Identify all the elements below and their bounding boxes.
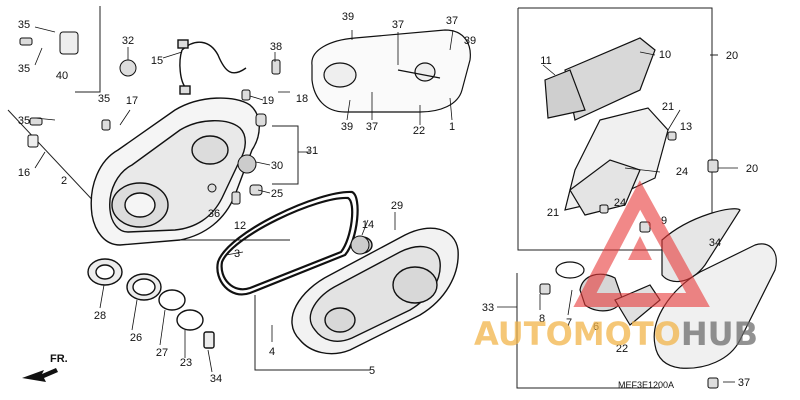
center-case: [291, 227, 459, 355]
air-filter-assembly: [544, 37, 669, 216]
direction-label: FR.: [50, 353, 68, 365]
watermark: AUTOMOTOHUB: [474, 180, 758, 353]
wire-harness: [177, 39, 247, 95]
callout: 15: [151, 55, 163, 67]
callout: 34: [709, 237, 721, 249]
front-direction-indicator: FR.: [22, 353, 68, 382]
callout: 4: [269, 346, 275, 358]
callout: 17: [126, 95, 138, 107]
callout: 8: [539, 313, 545, 325]
callout: 19: [262, 95, 274, 107]
left-crankcase-cover: [90, 97, 260, 246]
arrow-left-icon: [22, 368, 58, 382]
callout: 35: [18, 19, 30, 31]
callout: 35: [18, 63, 30, 75]
callout-labels: 35 35 40 32 15 38 37 39 37 39 19 18 35 1…: [18, 11, 758, 389]
warning-triangle-icon: [573, 180, 710, 307]
svg-text:AUTOMOTOHUB: AUTOMOTOHUB: [474, 315, 758, 353]
seals-and-rings: [87, 258, 215, 349]
callout: 12: [234, 220, 246, 232]
callout: 36: [208, 208, 220, 220]
callout: 21: [662, 101, 674, 113]
callout: 24: [614, 197, 626, 209]
callout: 26: [130, 332, 142, 344]
callout: 5: [369, 365, 375, 377]
leader-lines: [34, 26, 738, 383]
drive-belt: [216, 190, 359, 296]
callout: 37: [446, 15, 458, 27]
callout: 21: [547, 207, 559, 219]
callout: 7: [566, 317, 572, 329]
callout: 3: [234, 248, 240, 260]
callout: 11: [540, 55, 551, 67]
callout: 37: [738, 377, 750, 389]
callout: 25: [271, 188, 283, 200]
callout: 1: [449, 121, 455, 133]
callout: 35: [98, 93, 110, 105]
callout: 39: [341, 121, 353, 133]
callout: 18: [296, 93, 308, 105]
callout: 24: [676, 166, 688, 178]
callout: 13: [680, 121, 692, 133]
callout: 34: [210, 373, 222, 385]
callout: 29: [391, 200, 403, 212]
callout: 20: [746, 163, 758, 175]
callout: 28: [94, 310, 106, 322]
callout: 16: [18, 167, 30, 179]
callout: 33: [482, 302, 494, 314]
watermark-suffix: HUB: [681, 315, 758, 353]
callout: 38: [270, 41, 282, 53]
callout: 31: [306, 145, 318, 157]
callout: 37: [366, 121, 378, 133]
watermark-prefix: AUTOMOTO: [474, 315, 681, 353]
callout: 39: [464, 35, 476, 47]
callout: 9: [661, 215, 667, 227]
callout: 14: [362, 219, 374, 231]
callout: 32: [122, 35, 134, 47]
callout: 22: [413, 125, 425, 137]
callout: 10: [659, 49, 671, 61]
callout: 2: [61, 175, 67, 187]
callout: 23: [180, 357, 192, 369]
callout: 39: [342, 11, 354, 23]
callout: 27: [156, 347, 168, 359]
callout: 35: [18, 115, 30, 127]
fasteners: [19, 31, 719, 389]
outer-cover: [311, 29, 471, 113]
callout: 20: [726, 50, 738, 62]
callout: 22: [616, 343, 628, 355]
callout: 30: [271, 160, 283, 172]
callout: 6: [593, 321, 599, 333]
callout: 37: [392, 19, 404, 31]
drawing-code: MEF3E1200A: [618, 380, 674, 390]
callout: 40: [56, 70, 68, 82]
